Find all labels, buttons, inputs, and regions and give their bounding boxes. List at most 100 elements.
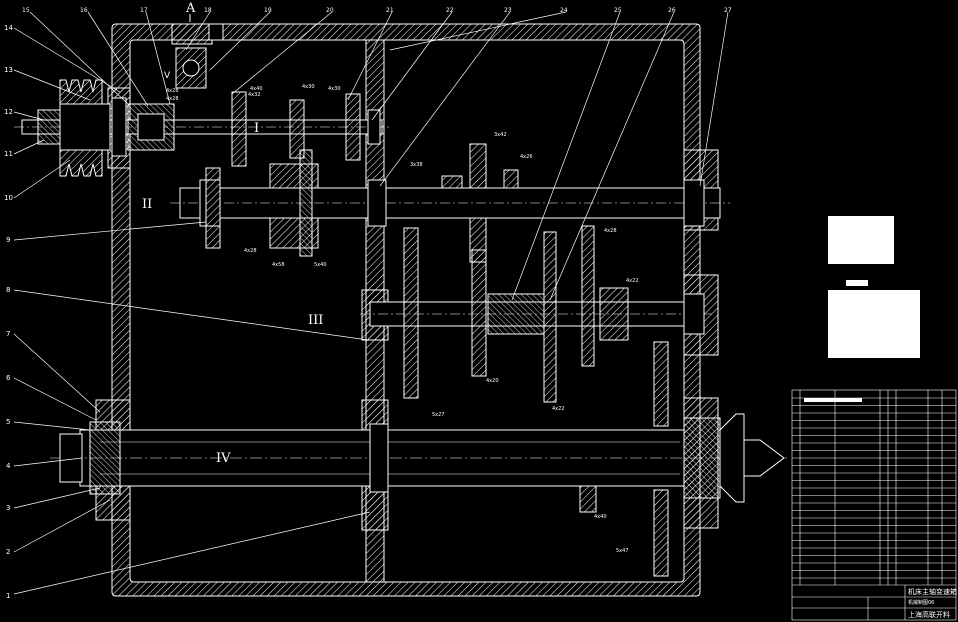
callout-2: 2 [6,548,10,556]
drawing-title: 机床主轴变速箱 [908,587,957,596]
callout-21: 21 [386,7,394,14]
shaft-label-iv: IV [216,451,231,466]
housing-top-boss-2 [208,23,224,41]
gear-note-16: 5x27 [432,412,445,418]
bom-grid-lines [792,397,956,579]
bearing-ii-mid [367,179,387,227]
gear-note-7: 4x26 [520,154,533,160]
clutch-inner [137,113,165,141]
callout-4: 4 [6,462,11,470]
gear-iii-1 [403,227,419,399]
callout-15: 15 [22,7,30,14]
callout-22: 22 [446,7,454,14]
callout-26: 26 [668,7,676,14]
bearing-iv-front [683,417,721,499]
gear-note-15: 4x20 [486,378,499,384]
gear-iii-5 [599,287,629,341]
gear-note-4: 4x30 [302,84,315,90]
notes-block-2-header [846,280,868,286]
gear-note-6: 3x38 [410,162,423,168]
company-name: 上海高联开料 [908,610,950,619]
callout-19: 19 [264,7,272,14]
gear-note-2: 4x28 [166,96,179,102]
gear-iii-hub [487,293,545,335]
callout-3: 3 [6,504,10,512]
title-block-text: 机床主轴变速箱 机械制图06 上海高联开料 [908,587,957,619]
gear-note-10: 4x28 [244,248,257,254]
gear-ii-1 [205,167,221,249]
section-arrow-v: V [164,71,171,81]
gear-iv-2 [653,489,669,577]
gear-ii-5 [441,175,463,189]
callout-27: 27 [724,7,732,14]
callout-18: 18 [204,7,212,14]
notes-block-2 [828,290,920,358]
bearing-iii-right [683,293,705,335]
brake-roller [182,59,200,77]
callout-13: 13 [4,66,13,74]
notes-block-1 [828,216,894,264]
shaft-ii-assembly [170,143,730,263]
callout-23: 23 [504,7,512,14]
shaft-label-iii: III [308,313,323,328]
shaft-label-ii: II [142,197,152,212]
gear-i-3 [345,93,361,161]
shaft-label-i: I [254,121,259,136]
callout-11: 11 [4,150,13,158]
shaft-i-collar [59,103,111,151]
spindle-rear-end [59,433,83,483]
gear-ii-2 [299,149,313,257]
bearing-iv-rear [89,421,121,495]
callout-20: 20 [326,7,334,14]
gear-note-18: 4x40 [594,514,607,520]
left-callout-numbers: 14 13 12 11 10 9 8 7 6 5 4 3 2 1 [4,24,13,600]
gear-note-13: 4x28 [604,228,617,234]
spindle-center-point [743,439,785,477]
gear-notes: 4x28 4x28 4x32 4x30 3x42 3x38 4x26 4x40 … [166,84,639,554]
gear-note-1: 4x28 [166,88,179,94]
bearing-ii-right [683,179,705,227]
gear-note-12: 5x40 [314,262,327,268]
shaft-i-input-hub [37,109,61,145]
v-belt-pulley [59,79,103,177]
clutch-body [127,103,175,151]
shaft-labels: I II III IV [142,121,323,466]
callout-6: 6 [6,374,11,382]
callout-leaders [13,11,729,595]
gear-iii-6 [653,341,669,427]
gear-note-17: 5x47 [616,548,629,554]
gear-i-1 [231,91,247,167]
gear-iii-2 [471,249,487,377]
section-marker-a: A V [164,1,196,81]
bearing-i-right [367,109,381,145]
shaft-i-assembly [14,47,392,177]
gear-note-5: 3x42 [494,132,507,138]
housing-wall [111,23,701,597]
top-callout-numbers: 15 16 17 18 19 20 21 22 23 24 25 26 27 [22,7,732,14]
gear-note-11: 4x58 [272,262,285,268]
callout-12: 12 [4,108,13,116]
gear-i-2 [289,99,305,159]
gear-note-8: 4x40 [250,86,263,92]
shaft-iv-assembly [50,413,790,577]
bearing-i-left [111,97,127,157]
callout-25: 25 [614,7,622,14]
title-block [791,389,957,621]
callout-16: 16 [80,7,88,14]
gear-iv-1 [579,485,597,513]
gear-ii-4 [503,169,519,189]
gear-note-9: 4x30 [328,86,341,92]
section-label: A [185,1,196,16]
gear-note-14: 4x22 [626,278,639,284]
gear-note-19: 4x22 [552,406,565,412]
drawing-number: 机械制图06 [908,599,934,606]
callout-9: 9 [6,236,10,244]
gear-note-3: 4x32 [248,92,261,98]
shaft-iii-assembly [360,225,712,427]
callout-5: 5 [6,418,10,426]
callout-7: 7 [6,330,10,338]
callout-10: 10 [4,194,13,202]
technical-notes [828,216,920,358]
bearing-iv-mid [369,423,389,493]
